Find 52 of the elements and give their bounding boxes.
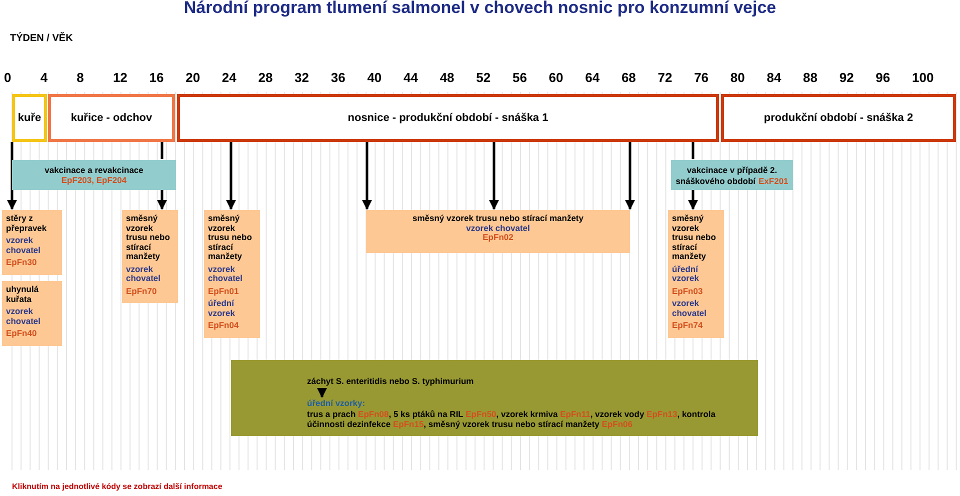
sample-box: stěry z přepravek vzorek chovatel EpFn30 <box>2 210 62 274</box>
arrow <box>7 142 17 210</box>
footer-note: Kliknutím na jednotlivé kódy se zobrazí další informace <box>12 482 222 491</box>
tick-label: 60 <box>548 70 564 85</box>
title: Národní program tlumení salmonel v chovech nosnic pro konzumní vejce <box>182 0 778 18</box>
tick-label: 52 <box>476 70 491 85</box>
official-samples-text: úřední vzorky: trus a prach EpFn08, 5 ks ptáků na RIL EpFn50, vzorek krmiva EpFn11, vzorek vody EpFn13, kontrola účinnosti dezinfekce EpFn15, směsný vzorek trusu nebo stírací manžety EpFn06 <box>307 398 727 430</box>
tick-label: 12 <box>112 70 128 85</box>
arrow <box>489 142 499 210</box>
sample-box: uhynulá kuřata vzorek chovatel EpFn40 <box>2 281 62 346</box>
tick-label: 8 <box>76 70 84 85</box>
tick-label: 92 <box>839 70 854 85</box>
tick-label: 84 <box>766 70 782 85</box>
arrow <box>688 190 698 210</box>
arrow <box>226 142 236 210</box>
tick-label: 16 <box>149 70 164 85</box>
tick-label: 28 <box>258 70 273 85</box>
tick-label: 72 <box>658 70 672 85</box>
sample-box: směsný vzorek trusu nebo stírací manžety úřední vzorek EpFn03 vzorek chovatel EpFn74 <box>668 210 724 338</box>
stage-bar: nosnice - produkční období - snáška 1 <box>177 94 719 142</box>
stage-bar: kuře <box>12 94 47 142</box>
tick-label: 0 <box>4 70 12 85</box>
arrow <box>317 388 327 398</box>
tick-label: 4 <box>40 70 48 85</box>
tick-label: 56 <box>512 70 527 85</box>
tick-label: 40 <box>367 70 382 85</box>
tick-label: 24 <box>222 70 236 85</box>
finding-panel <box>231 360 758 436</box>
arrow <box>625 142 635 210</box>
vaccination-box: vakcinace v případě 2. snáškového období ExF201 <box>671 160 793 190</box>
tick-label: 100 <box>912 70 934 85</box>
arrow <box>362 142 372 210</box>
tick-label: 76 <box>694 70 709 85</box>
finding-text: záchyt S. enteritidis nebo S. typhimurium <box>307 376 487 388</box>
vaccination-box: vakcinace a revakcinace EpF203, EpF204 <box>12 160 176 190</box>
tick-label: 64 <box>585 70 600 85</box>
stage-bar: produkční období - snáška 2 <box>721 94 956 142</box>
tick-label: 44 <box>404 70 418 85</box>
tick-label: 96 <box>876 70 890 85</box>
sample-box: směsný vzorek trusu nebo stírací manžety vzorek chovatel EpFn70 <box>122 210 178 303</box>
arrow <box>157 190 167 210</box>
sample-box: směsný vzorek trusu nebo stírací manžety vzorek chovatel EpFn01 úřední vzorek EpFn04 <box>204 210 260 338</box>
sample-box: směsný vzorek trusu nebo stírací manžety vzorek chovatel EpFn02 <box>366 210 630 253</box>
tick-label: 88 <box>803 70 818 85</box>
tick-label: 36 <box>330 70 346 85</box>
tick-label: 68 <box>621 70 636 85</box>
axis-title: TÝDEN / VĚK <box>10 33 73 44</box>
tick-label: 48 <box>440 70 454 85</box>
stage-bar: kuřice - odchov <box>48 94 175 142</box>
tick-label: 80 <box>730 70 745 85</box>
tick-label: 32 <box>294 70 310 85</box>
tick-label: 20 <box>186 70 200 85</box>
